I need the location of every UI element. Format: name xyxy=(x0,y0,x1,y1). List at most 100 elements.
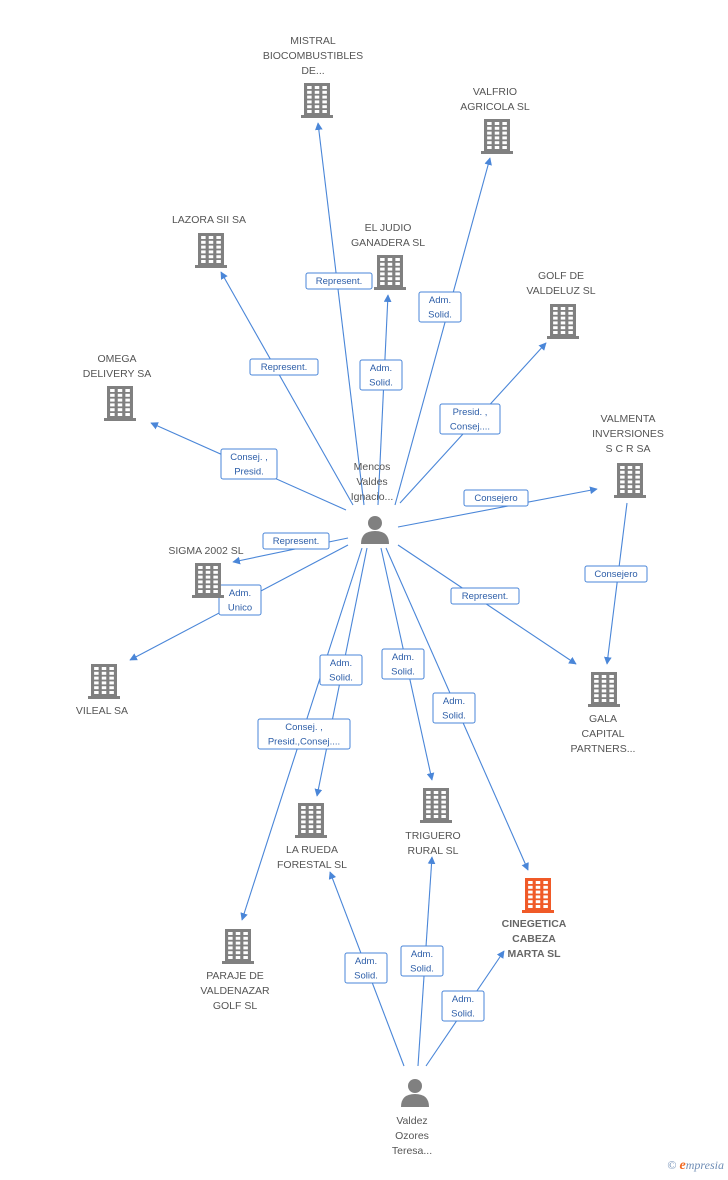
edge-label-box xyxy=(584,565,648,583)
node-label: CABEZA xyxy=(512,933,556,945)
company-node-eljudio[interactable]: EL JUDIO GANADERA SL xyxy=(351,222,425,290)
edge-label-mencos-eljudio[interactable]: Adm.Solid. xyxy=(359,359,403,391)
company-node-vileal[interactable]: VILEAL SA xyxy=(76,664,128,717)
edge-label-box xyxy=(439,403,501,435)
node-label: VALDENAZAR xyxy=(200,985,270,997)
edge-label-box xyxy=(257,718,351,750)
building-icon[interactable] xyxy=(522,878,554,913)
node-label: GOLF DE xyxy=(538,270,584,282)
edge-label-text: Solid. xyxy=(369,378,393,389)
node-label: PARAJE DE xyxy=(206,970,264,982)
node-label: SIGMA 2002 SL xyxy=(168,545,243,557)
edge-label-mencos-gala[interactable]: Represent. xyxy=(450,587,520,605)
edge-label-valdez-larueda[interactable]: Adm.Solid. xyxy=(344,952,388,984)
node-label: AGRICOLA SL xyxy=(460,101,530,113)
node-label: GOLF SL xyxy=(213,1000,258,1012)
building-icon[interactable] xyxy=(192,563,224,598)
edge-label-mencos-lazora[interactable]: Represent. xyxy=(249,358,319,376)
edge-label-mencos-golf[interactable]: Presid. ,Consej.... xyxy=(439,403,501,435)
edge-label-text: Represent. xyxy=(273,536,319,547)
building-icon[interactable] xyxy=(222,929,254,964)
node-label: S C R SA xyxy=(606,443,651,455)
edge-label-mencos-omega[interactable]: Consej. ,Presid. xyxy=(220,448,278,480)
edge-label-mencos-valfrio[interactable]: Adm.Solid. xyxy=(418,291,462,323)
edge-label-text: Adm. xyxy=(443,696,465,707)
edge-label-text: Adm. xyxy=(330,658,352,669)
edge-label-mencos-triguero[interactable]: Adm.Solid. xyxy=(381,648,425,680)
person-icon[interactable] xyxy=(361,516,389,544)
brand-name: mpresia xyxy=(685,1158,724,1172)
node-label: GANADERA SL xyxy=(351,237,425,249)
edge-mencos-mistral xyxy=(315,122,365,506)
building-icon[interactable] xyxy=(547,304,579,339)
building-icon[interactable] xyxy=(301,83,333,118)
edge-label-valdez-triguero[interactable]: Adm. Solid. xyxy=(400,945,444,977)
company-node-lazora[interactable]: LAZORA SII SA xyxy=(172,214,246,268)
edge-label-mencos-sigma[interactable]: Represent. xyxy=(262,532,330,550)
brand-e-logo: e xyxy=(679,1158,686,1173)
edge-label-text: Adm. xyxy=(429,295,451,306)
edge-label-box xyxy=(359,359,403,391)
edge-label-box xyxy=(450,587,520,605)
building-icon[interactable] xyxy=(104,386,136,421)
node-label: CINEGETICA xyxy=(502,918,567,930)
person-node-valdez[interactable]: ValdezOzoresTeresa... xyxy=(392,1079,432,1157)
edge-label-text: Consejero xyxy=(594,569,637,580)
edge-label-box xyxy=(319,654,363,686)
person-icon[interactable] xyxy=(401,1079,429,1107)
node-label: PARTNERS... xyxy=(571,743,636,755)
building-icon[interactable] xyxy=(295,803,327,838)
edge-label-mencos-cinegetica[interactable]: Adm.Solid. xyxy=(432,692,476,724)
edge-label-text: Solid. xyxy=(410,964,434,975)
footer-brand[interactable]: © empresia xyxy=(667,1158,724,1174)
edge-label-text: Unico xyxy=(228,603,252,614)
edge-label-text: Consej. , xyxy=(285,722,323,733)
edge-label-valmenta-gala[interactable]: Consejero xyxy=(584,565,648,583)
edge-label-mencos-mistral[interactable]: Represent. xyxy=(305,272,373,290)
edge-label-text: Solid. xyxy=(329,673,353,684)
node-label: VILEAL SA xyxy=(76,705,128,717)
building-icon[interactable] xyxy=(195,233,227,268)
edge-label-mencos-larueda[interactable]: Adm. Solid. xyxy=(319,654,363,686)
edge-label-box xyxy=(441,990,485,1022)
building-icon[interactable] xyxy=(374,255,406,290)
edge-label-text: Adm. xyxy=(411,949,433,960)
company-node-paraje[interactable]: PARAJE DE VALDENAZAR GOLF SL xyxy=(200,929,270,1012)
node-label: EL JUDIO xyxy=(365,222,412,234)
building-icon[interactable] xyxy=(481,119,513,154)
edge-label-mencos-vileal[interactable]: Adm. Unico xyxy=(218,584,262,616)
person-node-mencos[interactable]: MencosValdesIgnacio... xyxy=(351,461,394,544)
company-node-mistral[interactable]: MISTRALBIOCOMBUSTIBLESDE... xyxy=(263,35,363,118)
company-node-valfrio[interactable]: VALFRIO AGRICOLA SL xyxy=(460,86,530,154)
edge-label-text: Consej.... xyxy=(450,422,490,433)
company-node-sigma[interactable]: SIGMA 2002 SL xyxy=(168,545,244,598)
building-icon[interactable] xyxy=(88,664,120,699)
edge-label-box xyxy=(400,945,444,977)
edge-mencos-lazora xyxy=(220,271,354,506)
edge-label-text: Adm. xyxy=(229,588,251,599)
edge-valmenta-gala xyxy=(604,502,628,665)
node-label: VALFRIO xyxy=(473,86,517,98)
node-label: LA RUEDA xyxy=(286,844,338,856)
node-label: GALA xyxy=(589,713,617,725)
node-label: CAPITAL xyxy=(582,728,625,740)
edge-label-box xyxy=(218,584,262,616)
edge-label-text: Represent. xyxy=(316,276,362,287)
company-node-gala[interactable]: GALA CAPITAL PARTNERS... xyxy=(571,672,636,755)
edge-label-valdez-cinegetica[interactable]: Adm.Solid. xyxy=(441,990,485,1022)
edge-label-box xyxy=(432,692,476,724)
edge-label-mencos-paraje[interactable]: Consej. ,Presid.,Consej.... xyxy=(257,718,351,750)
building-icon[interactable] xyxy=(614,463,646,498)
building-icon[interactable] xyxy=(420,788,452,823)
node-label: Valdez xyxy=(396,1115,427,1127)
edge-label-mencos-valmenta[interactable]: Consejero xyxy=(463,489,529,507)
building-icon[interactable] xyxy=(588,672,620,707)
